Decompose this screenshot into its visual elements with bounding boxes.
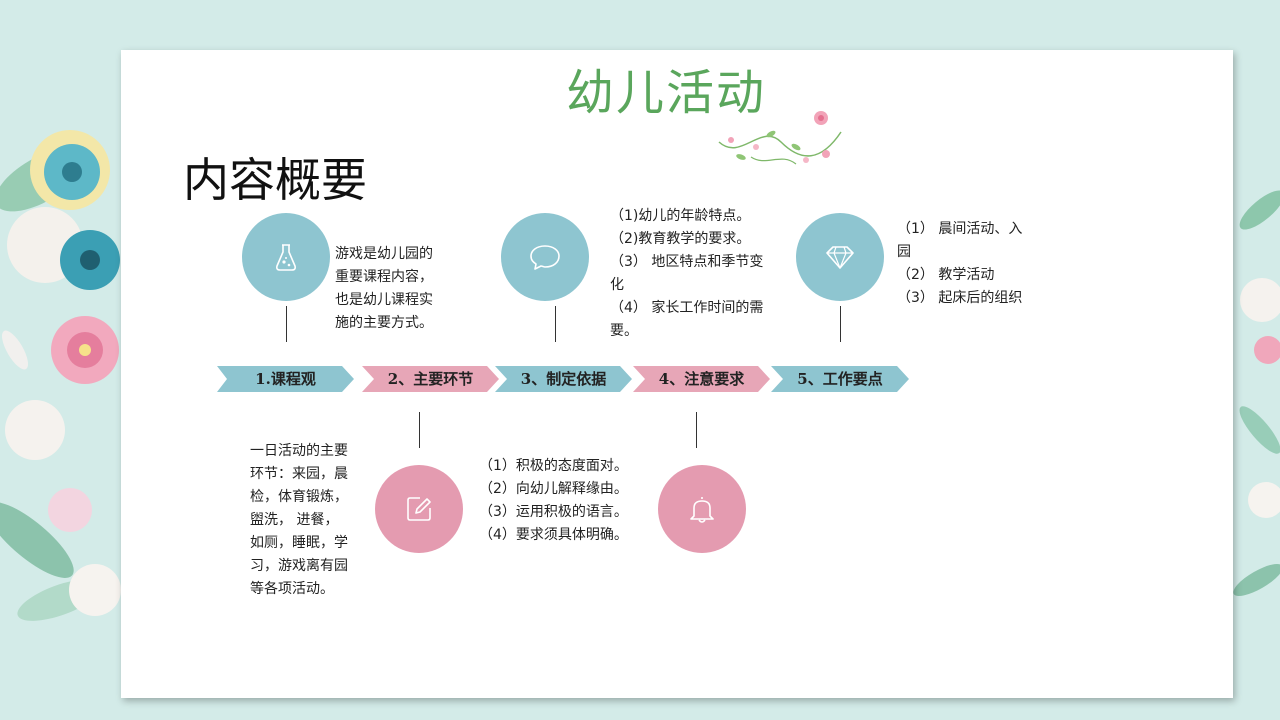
floral-decoration-left [0,130,121,621]
timeline-step-3: 3、制定依据 [495,366,632,392]
slide-card: 幼儿活动 内容概要 游戏是幼儿园的 重要课程内容， 也是幼儿课程实 施的主要方式… [121,50,1233,698]
flower-vine-icon [718,111,842,165]
timeline-step-5: 5、工作要点 [771,366,909,392]
node-circle-5 [796,213,884,301]
connector-line-4 [696,412,697,448]
timeline-step-1: 1.课程观 [217,366,354,392]
node-text-2: 一日活动的主要 环节：来园，晨 检，体育锻炼， 盥洗， 进餐， 如厕，睡眠，学 … [250,443,348,597]
node-text-4: （1）积极的态度面对。 （2）向幼儿解释缘由。 （3）运用积极的语言。 （4）要… [479,458,628,543]
section-heading: 内容概要 [183,153,367,207]
node-circle-3 [501,213,589,301]
timeline-step-2: 2、主要环节 [362,366,499,392]
connector-line-2 [419,412,420,448]
node-circle-4 [658,465,746,553]
node-text-3: （1)幼儿的年龄特点。 （2)教育教学的要求。 （3） 地区特点和季节变 化 （… [610,208,764,339]
chat-bubble-icon [530,245,560,270]
node-circle-1 [242,213,330,301]
bell-icon [690,497,714,523]
connector-line-3 [555,306,556,342]
node-circle-2 [375,465,463,553]
slide-title: 幼儿活动 [565,65,766,121]
connector-line-1 [286,306,287,342]
node-text-5: （1） 晨间活动、入 园 （2） 教学活动 （3） 起床后的组织 [897,221,1023,306]
floral-decoration-right [1233,190,1280,597]
node-text-1: 游戏是幼儿园的 重要课程内容， 也是幼儿课程实 施的主要方式。 [335,246,433,331]
timeline-step-4: 4、注意要求 [633,366,770,392]
diamond-icon [826,246,854,269]
pencil-edit-icon [407,497,431,521]
flask-icon [276,244,296,271]
connector-line-5 [840,306,841,342]
